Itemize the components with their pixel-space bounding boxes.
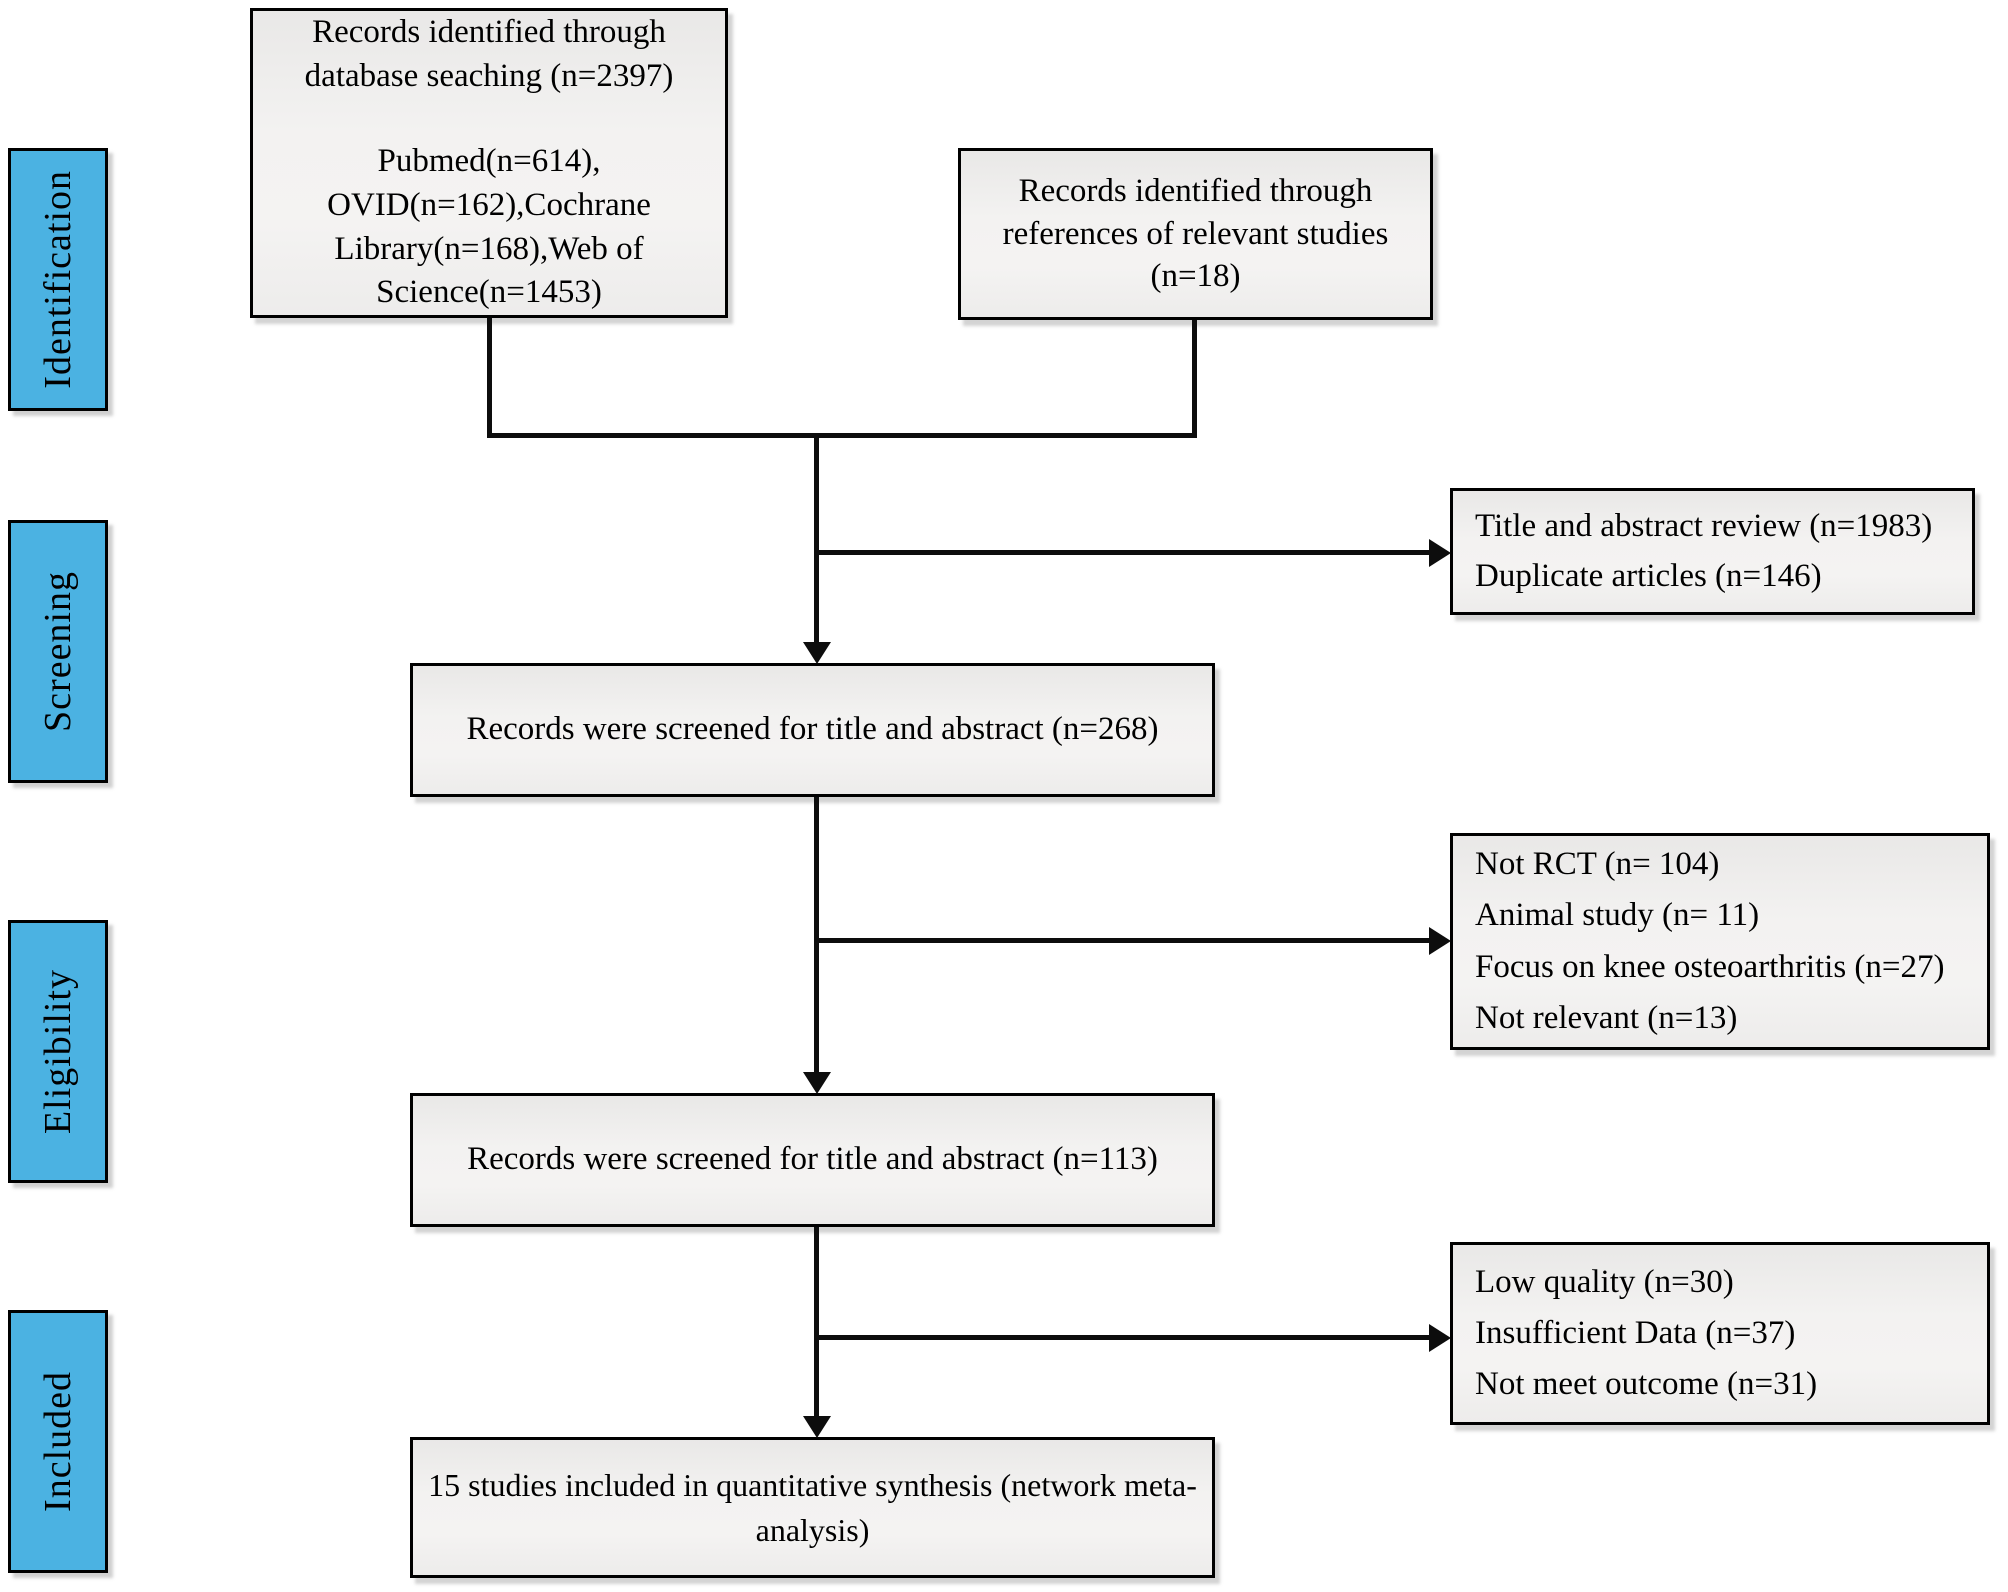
stage-eligibility-label: Eligibility (37, 968, 79, 1135)
excluded-quality-line-3: Not meet outcome (n=31) (1475, 1366, 1818, 1403)
stage-screening-label: Screening (37, 571, 79, 732)
arrowhead-excluded-eligibility (1429, 927, 1451, 955)
box-excluded-quality: Low quality (n=30) Insufficient Data (n=… (1450, 1242, 1990, 1425)
excluded-eligibility-line-2: Animal study (n= 11) (1475, 897, 1760, 934)
excluded-eligibility-line-3: Focus on knee osteoarthritis (n=27) (1475, 948, 1945, 985)
connector-branch-excluded-quality (816, 1335, 1432, 1340)
stage-eligibility: Eligibility (8, 920, 108, 1183)
box-database-records-total: Records identified through database seac… (304, 14, 674, 94)
box-reference-records-text: Records identified through references of… (1002, 172, 1389, 295)
box-screened-268: Records were screened for title and abst… (410, 663, 1215, 797)
stage-identification-label: Identification (37, 170, 79, 389)
stage-included-label: Included (37, 1371, 79, 1512)
stage-screening: Screening (8, 520, 108, 783)
connector-stem-to-screened-113 (814, 797, 819, 1075)
connector-references-down (1192, 320, 1197, 438)
box-title-abstract-review: Title and abstract review (n=1983) Dupli… (1450, 488, 1975, 615)
box-database-records: Records identified through database seac… (250, 8, 728, 318)
box-screened-113-text: Records were screened for title and abst… (467, 1141, 1158, 1178)
connector-merge-horizontal (487, 433, 1197, 438)
stage-included: Included (8, 1310, 108, 1573)
review-line-1: Title and abstract review (n=1983) (1475, 508, 1933, 544)
arrowhead-screened-113 (803, 1072, 831, 1094)
excluded-eligibility-line-1: Not RCT (n= 104) (1475, 846, 1720, 883)
box-excluded-eligibility: Not RCT (n= 104) Animal study (n= 11) Fo… (1450, 833, 1990, 1050)
connector-database-down (487, 318, 492, 438)
box-included-synthesis: 15 studies included in quantitative synt… (410, 1437, 1215, 1578)
excluded-eligibility-line-4: Not relevant (n=13) (1475, 999, 1738, 1036)
connector-branch-excluded-eligibility (816, 938, 1432, 943)
box-screened-113: Records were screened for title and abst… (410, 1093, 1215, 1227)
excluded-quality-line-1: Low quality (n=30) (1475, 1263, 1734, 1300)
box-included-synthesis-text: 15 studies included in quantitative synt… (428, 1466, 1197, 1548)
box-database-records-sources: Pubmed(n=614), OVID(n=162),Cochrane Libr… (327, 143, 651, 311)
arrowhead-review (1429, 539, 1451, 567)
excluded-quality-line-2: Insufficient Data (n=37) (1475, 1314, 1796, 1351)
box-reference-records: Records identified through references of… (958, 148, 1433, 320)
arrowhead-screened-268 (803, 642, 831, 664)
review-line-2: Duplicate articles (n=146) (1475, 557, 1822, 594)
connector-stem-to-screened-268 (814, 433, 819, 643)
arrowhead-excluded-quality (1429, 1324, 1451, 1352)
connector-branch-review (816, 550, 1432, 555)
box-screened-268-text: Records were screened for title and abst… (466, 711, 1159, 748)
stage-identification: Identification (8, 148, 108, 411)
connector-stem-to-included (814, 1227, 819, 1417)
arrowhead-included (803, 1416, 831, 1438)
